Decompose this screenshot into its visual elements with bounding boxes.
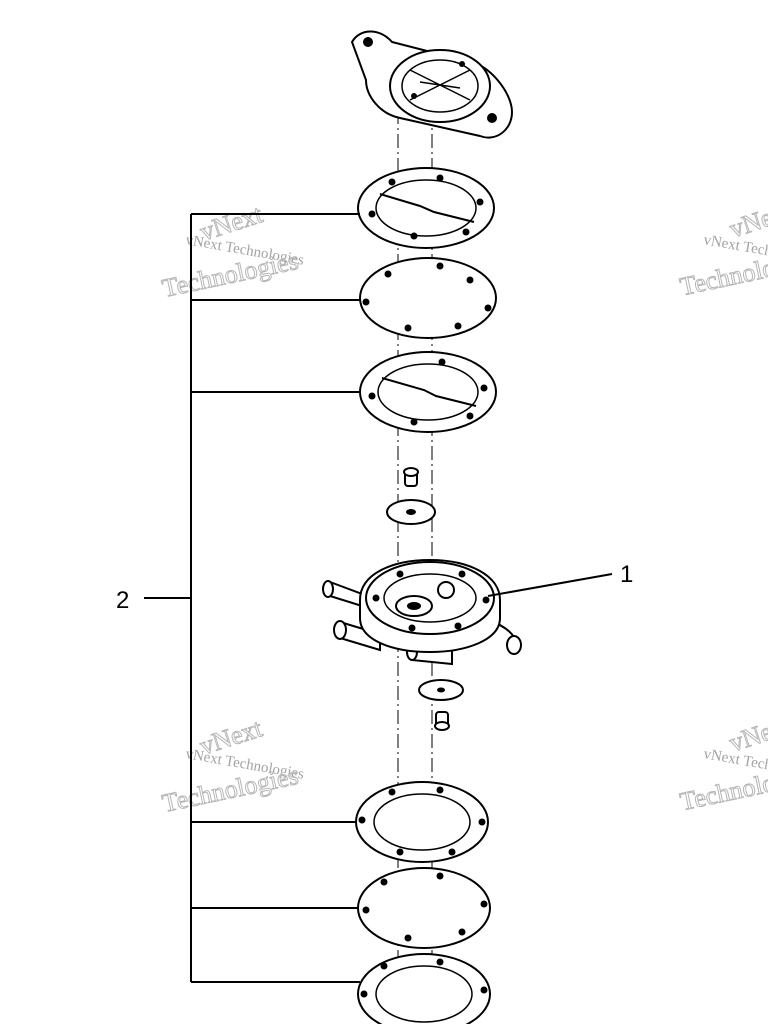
watermark-bottom-left: vNext vNext Technologies Technologies [159, 713, 305, 819]
diaphragm-lower [357, 867, 491, 949]
gasket-kit-bracket [144, 213, 360, 983]
callout-gasket-kit: 2 [116, 587, 129, 614]
pump-top-cover [350, 30, 514, 139]
watermark-top-right: vNext vNext Technologies Technologies [677, 196, 768, 302]
check-valve-upper [386, 467, 436, 525]
gasket-upper-2 [359, 351, 497, 433]
diaphragm-upper [359, 257, 497, 339]
gasket-lower-2 [357, 953, 491, 1024]
check-valve-lower [418, 679, 464, 731]
gasket-lower-1 [355, 781, 489, 863]
fuel-pump-leader-line [487, 573, 613, 597]
watermark-bottom-right: vNext vNext Technologies Technologies [677, 710, 768, 817]
callout-fuel-pump: 1 [620, 561, 633, 588]
gasket-upper-1 [357, 167, 495, 249]
fuel-pump-body [322, 558, 522, 666]
